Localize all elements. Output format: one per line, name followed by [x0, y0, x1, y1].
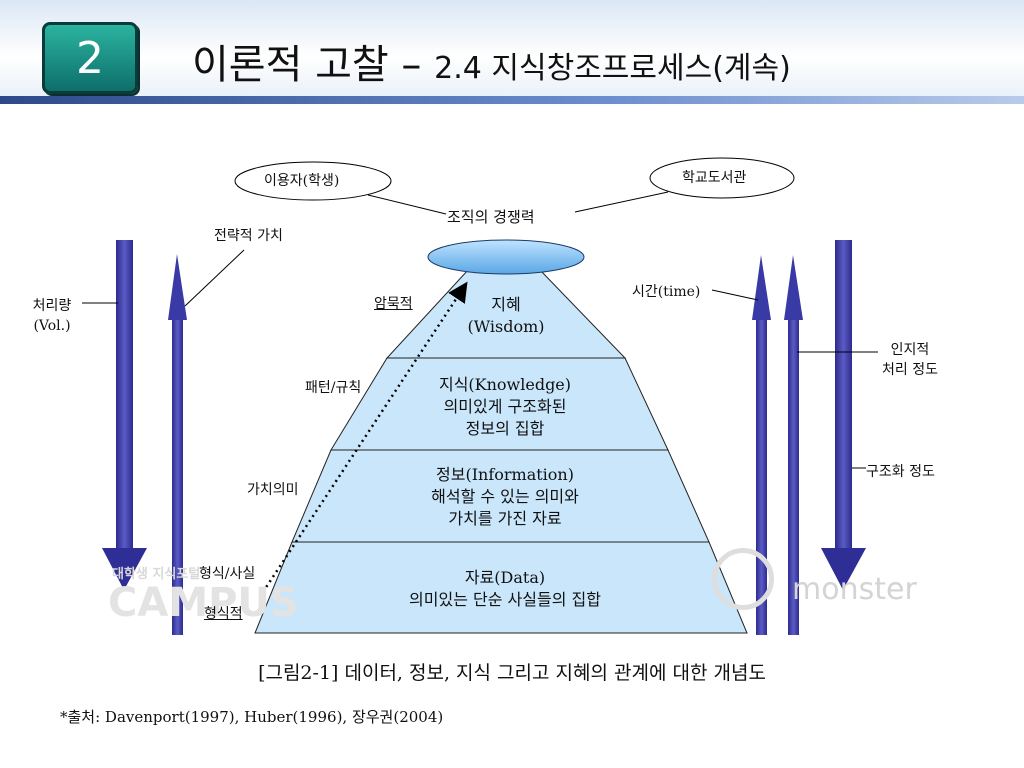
label-cognitive-line1: 인지적	[890, 342, 930, 358]
watermark-campus-small: 대학생 지식포털	[112, 567, 201, 582]
label-library: 학교도서관	[682, 170, 747, 186]
time-arrow-head	[752, 255, 771, 320]
information-desc-1: 해석할 수 있는 의미와	[431, 487, 579, 506]
ellipse-user	[234, 161, 392, 201]
layer-text-data: 자료(Data) 의미있는 단순 사실들의 집합	[355, 567, 655, 611]
leader-strategic	[184, 249, 245, 307]
header-bar	[0, 96, 1024, 104]
cognitive-arrow-shaft	[788, 300, 799, 635]
label-user: 이용자(학생)	[264, 173, 340, 189]
layer-text-wisdom: 지혜 (Wisdom)	[436, 294, 576, 338]
knowledge-title: 지식(Knowledge)	[438, 375, 572, 394]
volume-arrow-shaft	[116, 240, 133, 548]
tacit-explicit-dotted-arrow	[261, 281, 468, 593]
layer-text-information: 정보(Information) 해석할 수 있는 의미와 가치를 가진 자료	[385, 464, 625, 530]
label-cognitive-line2: 처리 정도	[882, 362, 938, 378]
time-arrow-shaft	[756, 300, 767, 635]
label-volume: 처리량 (Vol.)	[24, 296, 80, 336]
connector-library	[574, 191, 669, 213]
volume-arrow-head	[102, 548, 147, 590]
connector-user	[367, 194, 447, 215]
slide-title: 이론적 고찰 – 2.4 지식창조프로세스(계속)	[192, 32, 791, 90]
section-number-badge: 2	[42, 22, 138, 94]
data-title: 자료(Data)	[464, 568, 546, 587]
label-pattern-rule: 패턴/규칙	[305, 380, 362, 396]
data-desc: 의미있는 단순 사실들의 집합	[409, 590, 601, 609]
knowledge-desc-2: 정보의 집합	[465, 419, 545, 438]
label-structuring: 구조화 정도	[866, 464, 935, 480]
label-value-meaning: 가치의미	[247, 482, 299, 498]
watermark-monster: monster	[792, 572, 917, 607]
label-form-fact: 형식/사실	[199, 566, 256, 582]
knowledge-desc-1: 의미있게 구조화된	[443, 397, 567, 416]
label-org-competitiveness: 조직의 경쟁력	[447, 208, 535, 226]
wisdom-subtitle: (Wisdom)	[467, 317, 545, 336]
information-title: 정보(Information)	[436, 465, 574, 484]
wisdom-title: 지혜	[491, 295, 521, 314]
label-explicit: 형식적	[204, 606, 243, 622]
ellipse-library	[649, 157, 795, 199]
structuring-arrow-shaft	[835, 240, 852, 548]
watermark-monster-logo	[712, 548, 774, 610]
pyramid-top-ellipse	[427, 239, 585, 275]
strategic-arrow-shaft	[172, 300, 183, 635]
cognitive-arrow-head	[784, 255, 803, 320]
title-main: 이론적 고찰 –	[192, 42, 435, 88]
label-time: 시간(time)	[632, 284, 701, 300]
slide-header	[0, 0, 1024, 104]
title-sub: 2.4 지식창조프로세스(계속)	[434, 51, 791, 86]
label-volume-line1: 처리량	[32, 298, 72, 314]
label-strategic-value: 전략적 가치	[214, 228, 283, 244]
label-cognitive: 인지적 처리 정도	[872, 340, 948, 380]
label-tacit: 암묵적	[374, 296, 413, 312]
strategic-arrow-head	[168, 254, 187, 320]
structuring-arrow-head	[821, 548, 866, 590]
label-volume-line2: (Vol.)	[33, 318, 71, 334]
figure-caption: [그림2-1] 데이터, 정보, 지식 그리고 지혜의 관계에 대한 개념도	[258, 662, 766, 684]
watermark-campus: CAMPUS	[108, 580, 299, 626]
leader-time	[711, 289, 759, 301]
layer-text-knowledge: 지식(Knowledge) 의미있게 구조화된 정보의 집합	[395, 374, 615, 440]
information-desc-2: 가치를 가진 자료	[448, 509, 562, 528]
figure-source: *출처: Davenport(1997), Huber(1996), 장우권(2…	[60, 708, 444, 726]
